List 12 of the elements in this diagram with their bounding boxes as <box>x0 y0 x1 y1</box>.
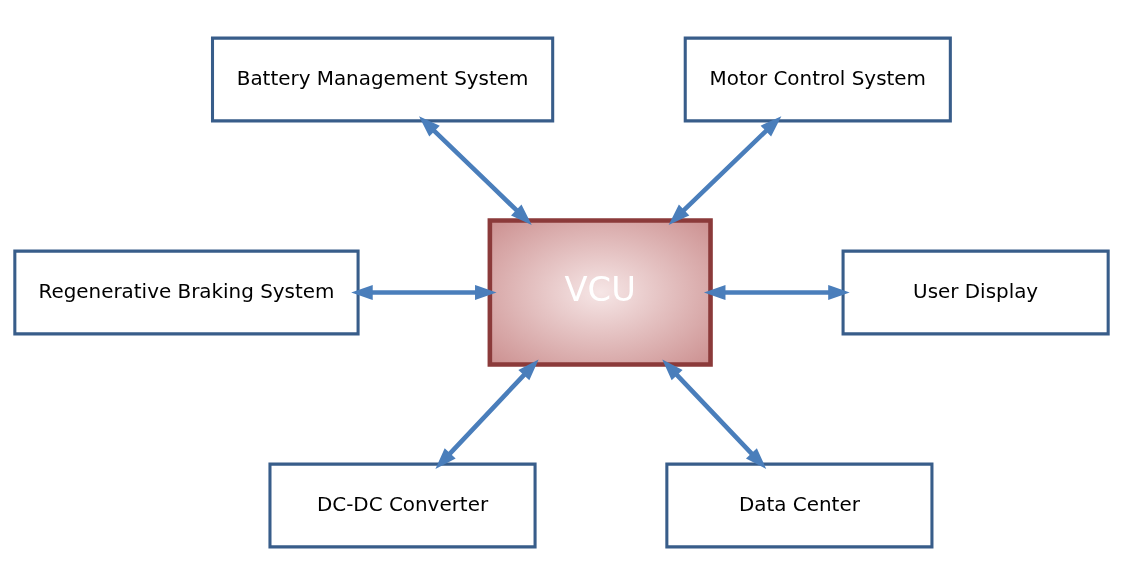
arrow <box>419 115 532 225</box>
node-box: DC-DC Converter <box>268 462 537 548</box>
arrow <box>703 284 850 300</box>
node-box: Data Center <box>665 462 934 548</box>
node-box: User Display <box>841 249 1110 335</box>
arrow <box>351 284 497 300</box>
arrow <box>662 358 767 469</box>
node-box: Motor Control System <box>683 36 952 122</box>
node-box: Regenerative Braking System <box>13 249 360 335</box>
node-box: Battery Management System <box>211 36 555 122</box>
arrow <box>435 358 539 469</box>
arrow <box>668 115 782 225</box>
